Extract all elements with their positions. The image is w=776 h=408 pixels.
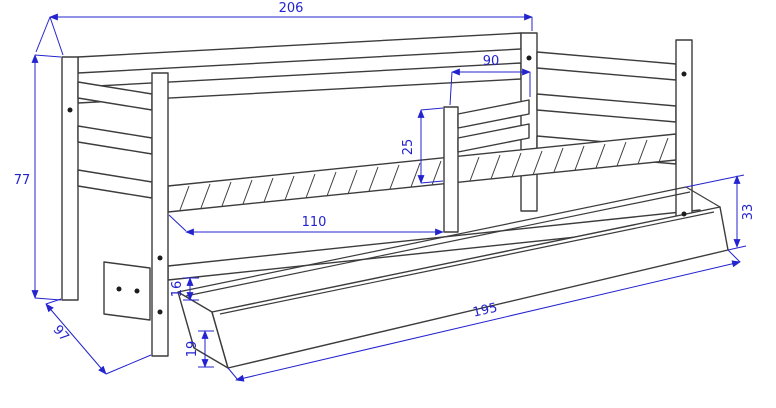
dim-drawer-clearance: 16	[170, 277, 199, 301]
fastener-dot	[526, 55, 532, 61]
guard-rail-length-label: 90	[483, 54, 500, 69]
extension-line	[727, 245, 747, 251]
fastener-dot	[157, 255, 163, 261]
extension-line	[49, 16, 64, 56]
extension-line	[45, 298, 62, 305]
fastener-dot	[681, 211, 687, 217]
guard-rail-board-2	[457, 123, 530, 153]
extension-line	[105, 354, 152, 375]
dim-drawer-front-height: 19	[185, 330, 214, 368]
headboard-boards	[77, 81, 153, 199]
slat-hatching	[179, 137, 669, 211]
bed-structure	[61, 32, 729, 369]
end-drawer-front	[103, 261, 151, 321]
overall-length-label: 206	[279, 1, 304, 16]
front-right-post	[675, 39, 693, 234]
headboard-board-2	[77, 125, 153, 155]
overall-depth-label: 97	[50, 323, 72, 345]
extension-line	[727, 249, 741, 263]
footboard-board-2	[536, 93, 677, 123]
end-drawer-knob-left	[116, 286, 122, 292]
guard-rail-height-label: 25	[401, 139, 416, 156]
back-left-post	[61, 56, 79, 301]
guard-rail-boards	[457, 99, 530, 153]
dim-overall-length: 206	[35, 1, 533, 56]
extension-line	[34, 54, 62, 58]
extension-line	[168, 214, 187, 232]
footboard-board-1	[536, 51, 677, 81]
dim-overall-height: 77	[14, 54, 62, 301]
dim-drawer-length: 195	[227, 249, 741, 382]
fastener-dots	[67, 55, 687, 315]
dimension-line	[235, 260, 741, 382]
headboard-board-3	[77, 169, 153, 199]
guard-rail-post	[443, 106, 459, 233]
end-drawer-knob-right	[134, 288, 140, 294]
drawer-top-right-edge	[685, 186, 721, 208]
drawer-length-label: 195	[471, 300, 499, 320]
dim-drawer-height: 33	[685, 174, 756, 251]
dimension-annotations: 206 90 77 25 110	[14, 1, 756, 382]
drawer-height-label: 33	[741, 204, 756, 221]
extension-line	[34, 297, 62, 301]
guard-rail-board-1	[457, 99, 530, 129]
slat-deck	[167, 133, 677, 213]
extension-line	[420, 180, 444, 184]
end-drawer-box	[103, 261, 151, 321]
front-left-post	[151, 72, 169, 357]
drawer-front-height-label: 19	[185, 341, 200, 358]
fastener-dot	[681, 71, 687, 77]
extension-line	[227, 367, 239, 381]
extension-line	[685, 174, 745, 188]
extension-line	[449, 71, 453, 106]
side-opening-length-label: 110	[302, 215, 327, 230]
dim-guard-rail-length: 90	[449, 54, 531, 106]
dim-side-opening-length: 110	[168, 214, 444, 236]
fastener-dot	[157, 309, 163, 315]
fastener-dot	[67, 107, 73, 113]
drawer-clearance-label: 16	[170, 281, 185, 298]
dimension-line	[45, 303, 107, 375]
overall-height-label: 77	[14, 173, 31, 188]
dim-guard-rail-height: 25	[401, 107, 444, 184]
extension-line	[35, 16, 51, 53]
extension-line	[420, 107, 444, 111]
